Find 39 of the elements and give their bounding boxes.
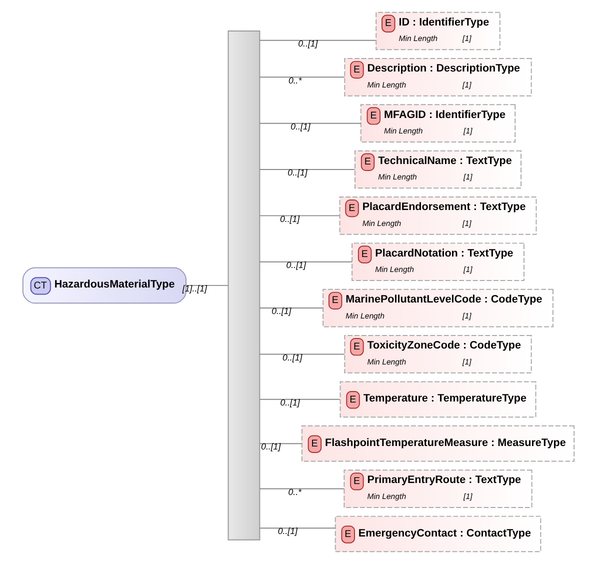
edge-label: [1]..[1] (182, 284, 206, 294)
edge-label: 0..[1] (298, 38, 318, 48)
node-box: E ToxicityZoneCode : CodeType Min Length [1] (344, 335, 532, 374)
node-box: E MarinePollutantLevelCode : CodeType Min Length [1] (322, 288, 553, 328)
edge-label: 0..[1] (290, 121, 310, 132)
connector (258, 398, 340, 400)
node-box: E Temperature : TemperatureType (339, 381, 536, 418)
edge-label: 0..[1] (282, 352, 302, 362)
node-box: E TechnicalName : TextType Min Length [1] (354, 150, 521, 189)
connector (258, 169, 355, 170)
edge-label: 0..[1] (277, 526, 298, 536)
connector (258, 215, 340, 216)
connector (258, 76, 345, 78)
edge-label: 0..[1] (271, 306, 291, 316)
node-box: E PlacardNotation : TextType Min Length [1] (351, 242, 524, 282)
edge-label: 0..[1] (280, 397, 300, 408)
edge-label: 0..* (288, 75, 302, 86)
node-box: E PlacardEndorsement : TextType Min Length [1] (338, 196, 536, 235)
connector (258, 488, 344, 490)
edge-label: 0..[1] (279, 214, 300, 224)
node-box: E Description : DescriptionType Min Length [1] (344, 58, 532, 96)
connector (185, 284, 228, 286)
edge-label: 0..[1] (260, 442, 280, 452)
node-box: E MFAGID : IdentifierType Min Length [1] (360, 104, 516, 142)
connector (258, 528, 336, 529)
connector (258, 443, 302, 444)
connector (258, 40, 376, 41)
connector (258, 308, 323, 309)
connector (258, 354, 345, 355)
node-box: E ID : IdentifierType Min Length [1] (375, 12, 500, 50)
connector (258, 261, 352, 262)
node-bar (227, 30, 260, 540)
edge-label: 0..* (288, 486, 301, 497)
node-box: E FlashpointTemperatureMeasure : MeasureType (300, 425, 574, 462)
connector (258, 122, 361, 124)
edge-label: 0..[1] (286, 260, 306, 270)
node-box: E EmergencyContact : ContactType (334, 516, 541, 552)
edge-label: 0..[1] (287, 168, 307, 178)
node-box: E PrimaryEntryRoute : TextType Min Length [1] (343, 470, 532, 508)
